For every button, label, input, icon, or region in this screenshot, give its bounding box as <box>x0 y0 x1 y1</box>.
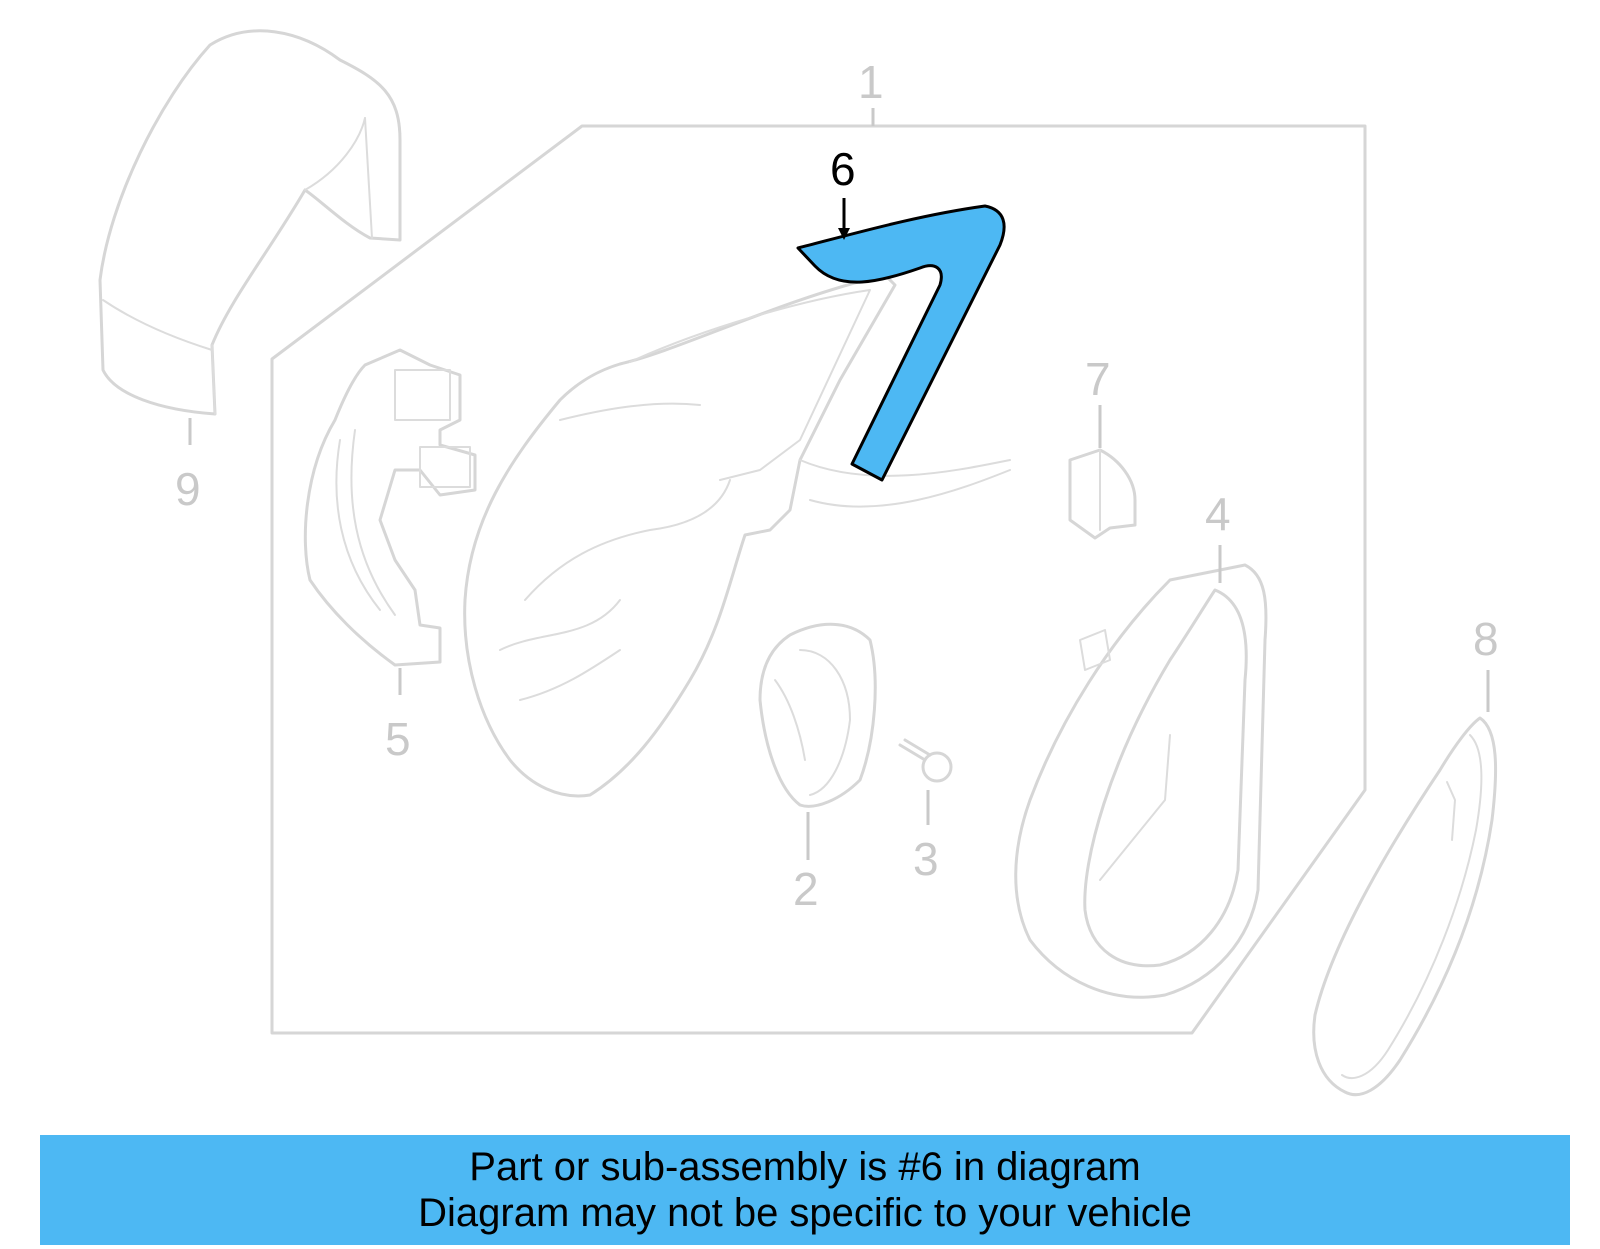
mirror-glass-part-8 <box>1312 716 1498 1097</box>
trim-strip-part-6 <box>796 204 1006 482</box>
bracket-part-7 <box>1068 448 1137 540</box>
callout-3: 3 <box>913 833 939 885</box>
screw-part-3 <box>898 738 953 783</box>
callout-1: 1 <box>858 56 884 108</box>
assembly-outline <box>270 124 1367 1035</box>
callout-4: 4 <box>1205 488 1231 540</box>
callout-6: 6 <box>830 143 856 195</box>
mirror-cap-part-9 <box>98 29 402 416</box>
info-banner: Part or sub-assembly is #6 in diagram Di… <box>40 1135 1570 1245</box>
callout-5: 5 <box>385 713 411 765</box>
leader-6-arrowhead <box>838 228 850 240</box>
banner-line-2: Diagram may not be specific to your vehi… <box>418 1191 1192 1235</box>
banner-line-1: Part or sub-assembly is #6 in diagram <box>469 1145 1141 1189</box>
callout-7: 7 <box>1085 353 1111 405</box>
harness-part-5 <box>303 348 477 667</box>
callout-2: 2 <box>793 863 819 915</box>
motor-part-2 <box>758 622 877 808</box>
callout-8: 8 <box>1473 613 1499 665</box>
callout-9: 9 <box>175 463 201 515</box>
glass-holder-part-4 <box>1014 563 1268 999</box>
